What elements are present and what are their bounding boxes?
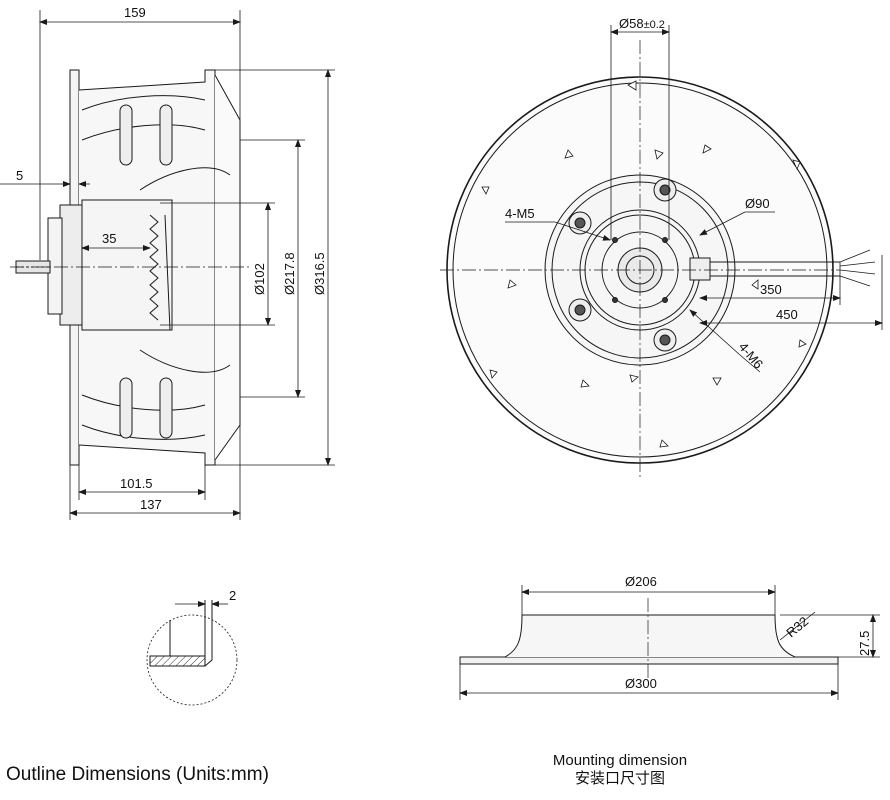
caption-mounting-en: Mounting dimension	[552, 752, 688, 769]
dim-d90: Ø90	[745, 196, 770, 211]
dim-d300: Ø300	[625, 676, 657, 691]
dim-shaft: 35	[102, 231, 116, 246]
dim-l350: 350	[760, 282, 782, 297]
label-4-m5: 4-M5	[505, 206, 535, 221]
dim-d58-tolerance: ±0.2	[644, 19, 665, 31]
side-view-dimensions	[0, 10, 335, 520]
balance-clips	[481, 80, 807, 448]
dim-w101: 101.5	[120, 476, 153, 491]
detail-view	[146, 600, 238, 706]
mounting-view	[459, 598, 839, 680]
caption-mounting-cn: 安装口尺寸图	[574, 770, 665, 787]
dim-detail-2: 2	[229, 588, 236, 603]
mounting-view-dimensions	[459, 585, 880, 700]
dim-d58: Ø58±0.2	[619, 16, 665, 31]
front-view	[440, 40, 876, 480]
mount-holes	[568, 178, 677, 352]
dim-r32: R32	[783, 613, 811, 640]
dim-width-top: 159	[124, 5, 146, 20]
front-view-dimensions	[505, 25, 883, 373]
dim-l450: 450	[776, 307, 798, 322]
side-view	[10, 69, 250, 466]
dim-w137: 137	[140, 497, 162, 512]
dim-d206: Ø206	[625, 574, 657, 589]
dim-d102: Ø102	[252, 263, 267, 295]
caption-outline-dimensions: Outline Dimensions (Units:mm)	[6, 764, 269, 785]
dim-d217: Ø217.8	[282, 252, 297, 295]
side-view-labels: 159 5 35 Ø102 Ø217.8 Ø316.5 101.5 137	[16, 5, 327, 512]
dim-d58-value: Ø58	[619, 16, 644, 31]
dim-h27: 27.5	[857, 631, 872, 656]
caption-mounting-dimension: Mounting dimension 安装口尺寸图	[510, 752, 730, 788]
dim-flange: 5	[16, 168, 23, 183]
dim-d316: Ø316.5	[312, 252, 327, 295]
